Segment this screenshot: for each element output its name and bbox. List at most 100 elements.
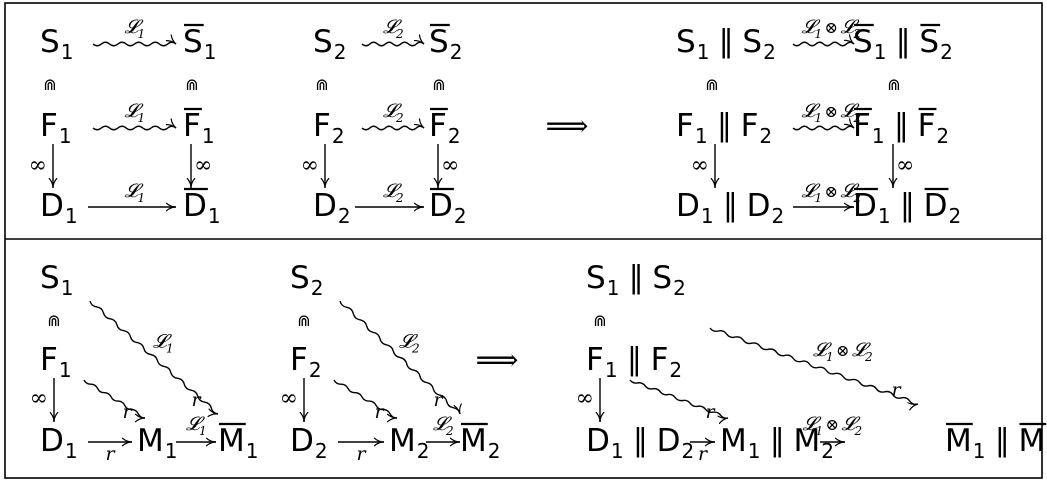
top-2-S-subscript: 1 [697, 40, 710, 64]
top-2-Sbar-letter: S [853, 24, 873, 60]
bot-2-S-parallel: ∥ [628, 260, 644, 296]
top-1-D-letter: D [313, 188, 337, 224]
top-1-label-D-sub: 2 [395, 191, 404, 205]
top-0-Fbar-subscript: 1 [202, 124, 215, 148]
bot-2-D-subscript: 2 [681, 439, 694, 463]
bot-1-infinity: ∞ [280, 386, 298, 411]
top-implies-arrow: ⟹ [545, 109, 588, 144]
top-0-label-F-sub: 1 [138, 111, 146, 125]
top-1-Dbar-subscript: 2 [454, 204, 467, 228]
bot-2-label-diagonal-sub: 2 [864, 350, 873, 364]
top-2-Dbar-subscript: 1 [878, 204, 891, 228]
top-1-subset-right: ⋒ [432, 75, 445, 94]
bot-0-M-letter: M [137, 423, 164, 459]
top-2-label-F-tensor: ⊗ [825, 102, 838, 121]
top-0-Fbar-letter: F [183, 108, 201, 144]
bot-1-rate-diagonal: r [433, 389, 444, 411]
bot-1-Mbar-letter: M [460, 423, 487, 459]
bot-2-label-MM-sub: 2 [854, 424, 863, 438]
bot-2-F-subscript: 1 [605, 358, 618, 382]
bot-2-M-subscript: 2 [821, 439, 834, 463]
top-2-label-S-sub: 1 [815, 27, 823, 41]
top-1-Sbar-subscript: 2 [450, 40, 463, 64]
top-2-S-letter: S [676, 24, 696, 60]
bot-0-D-letter: D [40, 423, 64, 459]
bot-0-F-letter: F [40, 342, 58, 378]
top-2-Fbar-parallel: ∥ [894, 108, 910, 144]
bot-2-D-letter: D [657, 423, 681, 459]
top-2-Fbar-letter: F [918, 108, 936, 144]
top-2-F-subscript: 2 [759, 124, 772, 148]
bot-0-wavy-diagonal-F [83, 379, 146, 418]
bot-1-rate-short: r [374, 401, 385, 423]
top-2-label-D-sub: 2 [853, 191, 862, 205]
top-2-subset-left: ⋒ [705, 75, 718, 94]
bot-2-M-parallel: ∥ [769, 423, 785, 459]
top-2-Dbar-letter: D [924, 188, 948, 224]
top-2-label-F-sub: 2 [853, 111, 862, 125]
top-1-subset-left: ⋒ [315, 75, 328, 94]
top-2-wavy-arrow-S [792, 42, 855, 47]
top-2-label-D-tensor: ⊗ [825, 182, 838, 201]
top-1-D-subscript: 2 [338, 204, 351, 228]
bot-1-rate-DM: r [356, 443, 367, 465]
top-1-label-F-sub: 2 [395, 111, 404, 125]
bot-2-rate-short: r [705, 401, 716, 423]
top-1-F-subscript: 2 [332, 124, 345, 148]
bot-2-Mbar-letter: M [945, 423, 972, 459]
top-2-F-parallel: ∥ [717, 108, 733, 144]
bot-1-subset: ⋒ [297, 311, 310, 330]
bottom-implies-arrow: ⟹ [475, 343, 518, 378]
top-2-Sbar-parallel: ∥ [895, 24, 911, 60]
top-2-D-subscript: 2 [771, 204, 784, 228]
bot-2-label-diagonal-tensor: ⊗ [836, 341, 849, 360]
top-1-Fbar-letter: F [429, 108, 447, 144]
top-2-Sbar-letter: S [919, 24, 939, 60]
top-1-Dbar-letter: D [429, 188, 453, 224]
bot-2-label-MM-sub: 1 [816, 424, 824, 438]
top-2-label-F-sub: 1 [815, 111, 823, 125]
bot-0-label-MM-sub: 1 [199, 424, 207, 438]
bot-0-Mbar-subscript: 1 [246, 439, 259, 463]
bot-1-M-letter: M [389, 423, 416, 459]
top-0-D-letter: D [40, 188, 64, 224]
top-1-wavy-arrow-S [361, 42, 425, 47]
bot-0-rate-diagonal: r [191, 389, 202, 411]
top-0-S-subscript: 1 [61, 40, 74, 64]
bot-0-D-subscript: 1 [65, 439, 78, 463]
top-2-F-letter: F [741, 108, 759, 144]
bot-0-infinity: ∞ [30, 386, 48, 411]
top-1-wavy-arrow-F [361, 126, 425, 131]
bot-1-F-subscript: 2 [309, 358, 322, 382]
top-2-infinity-left: ∞ [691, 153, 709, 178]
top-1-F-letter: F [313, 108, 331, 144]
bot-2-F-letter: F [586, 342, 604, 378]
bot-0-rate-short: r [122, 401, 133, 423]
top-0-Sbar-letter: S [183, 24, 203, 60]
bot-1-wavy-diagonal-F [333, 379, 398, 418]
bot-2-S-letter: S [652, 260, 672, 296]
bot-2-M-subscript: 1 [748, 439, 761, 463]
bot-2-M-letter: M [793, 423, 820, 459]
bot-1-D-letter: D [290, 423, 314, 459]
bot-2-D-parallel: ∥ [633, 423, 649, 459]
top-2-Dbar-letter: D [853, 188, 877, 224]
top-2-Dbar-parallel: ∥ [900, 188, 916, 224]
top-0-D-subscript: 1 [65, 204, 78, 228]
bot-1-label-MM-sub: 2 [445, 424, 454, 438]
bot-2-F-letter: F [651, 342, 669, 378]
top-1-infinity-right: ∞ [441, 153, 459, 178]
bot-0-S-subscript: 1 [61, 276, 74, 300]
top-2-F-subscript: 1 [695, 124, 708, 148]
top-2-subset-right: ⋒ [887, 75, 900, 94]
top-1-Sbar-letter: S [429, 24, 449, 60]
bot-2-label-diagonal-sub: 1 [826, 350, 834, 364]
top-2-D-subscript: 1 [701, 204, 714, 228]
bot-1-D-subscript: 2 [315, 439, 328, 463]
bot-1-M-subscript: 2 [417, 439, 430, 463]
top-2-S-subscript: 2 [763, 40, 776, 64]
top-2-S-letter: S [742, 24, 762, 60]
bot-0-label-diagonal-sub: 1 [166, 342, 174, 356]
top-2-S-parallel: ∥ [718, 24, 734, 60]
